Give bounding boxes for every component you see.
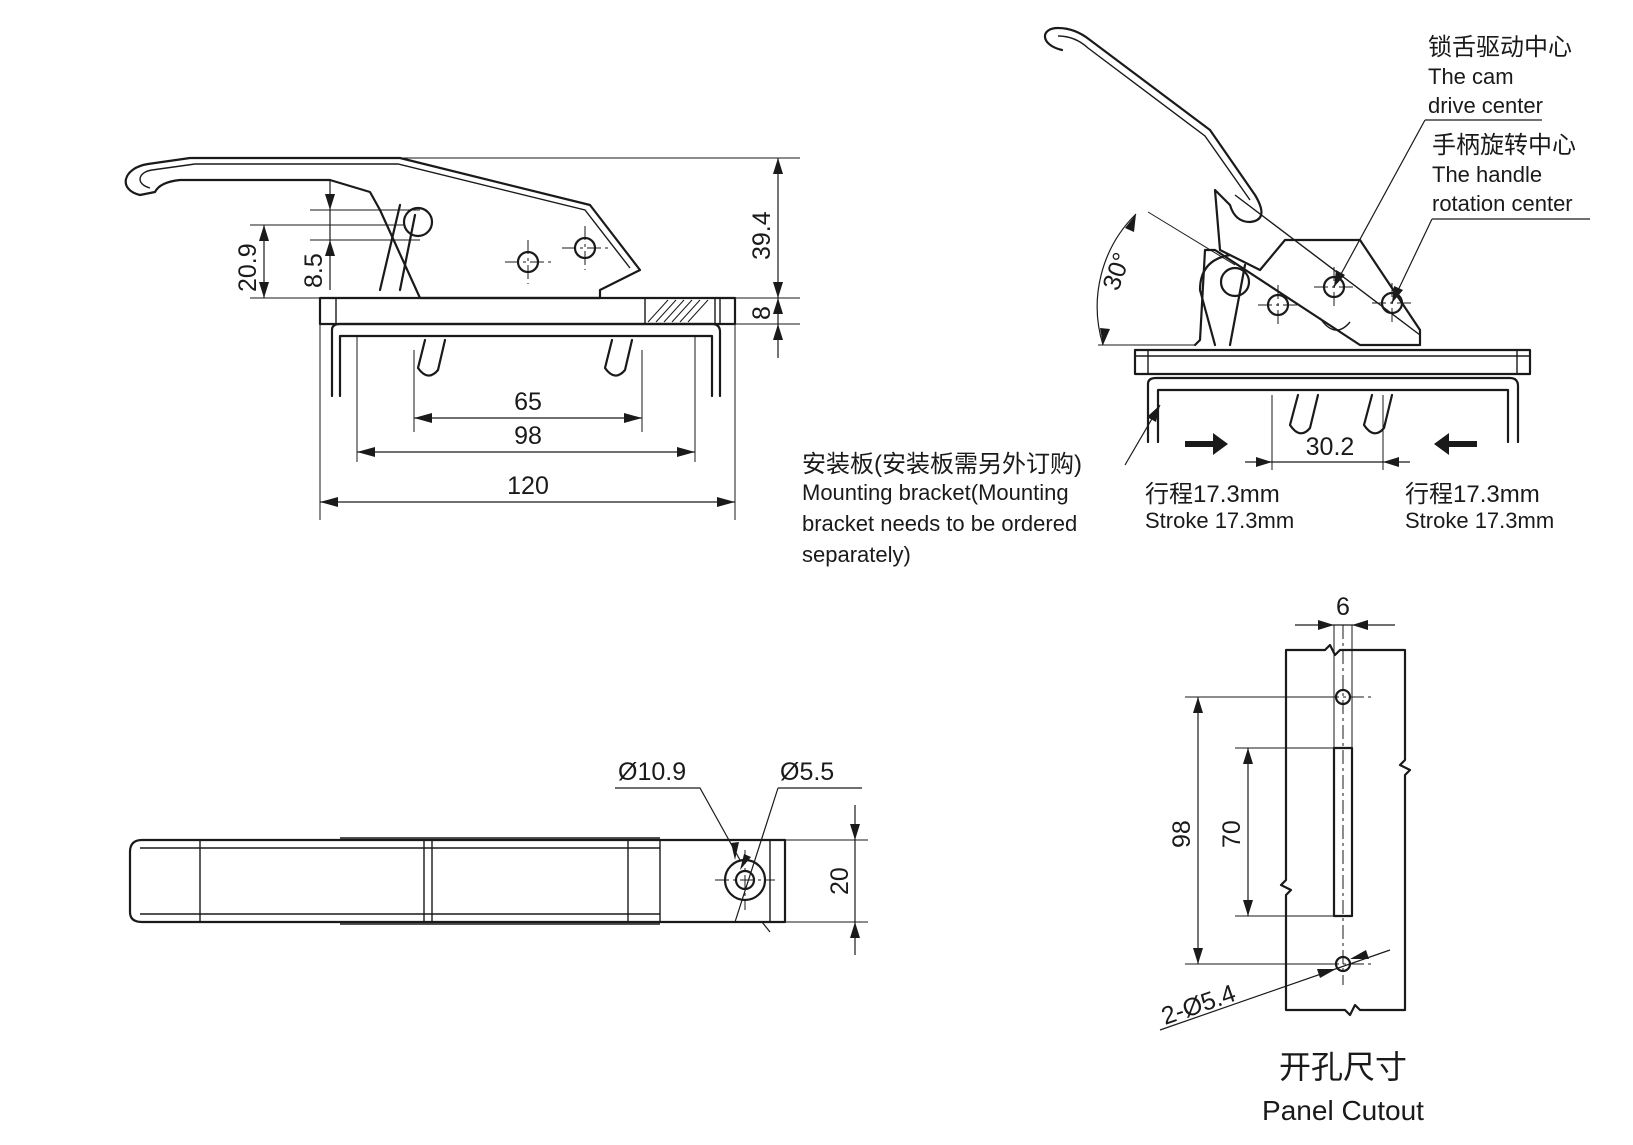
side-view-dim-8: 8 [748, 306, 776, 320]
side-view-latch-bolt-1 [416, 338, 447, 377]
side-view-spring-block [644, 297, 716, 325]
side-view-dim-98: 98 [514, 422, 542, 450]
operating-view-mounting-bracket [1146, 376, 1520, 444]
stroke-right-en: Stroke 17.3mm [1405, 508, 1554, 533]
side-view-dim-120: 120 [507, 472, 549, 500]
side-view-dim-20-9: 20.9 [234, 243, 262, 292]
top-view-dim-20: 20 [826, 867, 854, 895]
top-view-handle-outline [128, 838, 787, 924]
panel-cutout-title-en: Panel Cutout [1262, 1095, 1424, 1126]
panel-cutout-dim-70: 70 [1218, 820, 1246, 848]
bracket-note-en-3: separately) [802, 542, 911, 567]
side-view-base-plate [318, 296, 737, 326]
operating-view-dim-30-2: 30.2 [1306, 433, 1355, 461]
top-view-dia-5-5: Ø5.5 [780, 758, 834, 786]
side-view-dim-39-4: 39.4 [748, 211, 776, 260]
operating-view-angle-30: 30° [1097, 249, 1136, 294]
handle-center-label-en-2: rotation center [1432, 191, 1573, 216]
operating-view-pivot-ear [1198, 253, 1247, 347]
operating-view-pivot-hole [1219, 266, 1251, 298]
stroke-right-cn: 行程17.3mm [1405, 481, 1540, 508]
side-view-handle [124, 156, 642, 300]
handle-center-label-en-1: The handle [1432, 162, 1542, 187]
operating-view-base-plate [1133, 348, 1532, 376]
bracket-note-en-2: bracket needs to be ordered [802, 511, 1077, 536]
side-view-pivot-ear [378, 203, 417, 292]
stroke-arrow-right [1434, 433, 1477, 455]
operating-view-latch-bolt-2 [1362, 393, 1394, 435]
side-view-pivot-hole [402, 206, 434, 238]
cam-center-label-en-2: drive center [1428, 93, 1543, 118]
bracket-note-en-1: Mounting bracket(Mounting [802, 480, 1069, 505]
side-view-dim-65: 65 [514, 388, 542, 416]
side-view-latch-bolt-2 [603, 338, 634, 377]
panel-cutout-holes: 2-Ø5.4 [1158, 979, 1239, 1030]
bracket-note-cn: 安装板(安装板需另外订购) [802, 451, 1082, 478]
top-view-dia-10-9: Ø10.9 [618, 758, 686, 786]
handle-center-label-cn: 手柄旋转中心 [1432, 132, 1576, 159]
stroke-left-en: Stroke 17.3mm [1145, 508, 1294, 533]
stroke-arrow-left [1185, 433, 1228, 455]
panel-cutout-title-cn: 开孔尺寸 [1279, 1049, 1407, 1085]
operating-view-latch-bolt-1 [1288, 393, 1320, 435]
panel-cutout: 6 98 70 2-Ø5.4 开孔尺寸 Panel Cutout [1158, 593, 1424, 1126]
side-view-dim-8-5: 8.5 [300, 253, 328, 288]
panel-cutout-dim-98: 98 [1168, 820, 1196, 848]
operating-view-handle [1043, 26, 1422, 347]
cam-center-label-en-1: The cam [1428, 64, 1514, 89]
cam-center-label-cn: 锁舌驱动中心 [1428, 34, 1572, 61]
panel-cutout-slot [1332, 746, 1354, 918]
operating-view: 30° 锁舌驱动中心 The cam drive center 手柄旋转中心 T… [802, 26, 1590, 567]
panel-outline [1279, 643, 1412, 1017]
side-view-mounting-bracket [330, 322, 722, 398]
side-view: 39.4 8 20.9 8.5 65 98 120 [124, 156, 800, 520]
panel-cutout-dim-6: 6 [1336, 593, 1350, 621]
top-view: Ø10.9 Ø5.5 20 [128, 758, 868, 955]
stroke-left-cn: 行程17.3mm [1145, 481, 1280, 508]
